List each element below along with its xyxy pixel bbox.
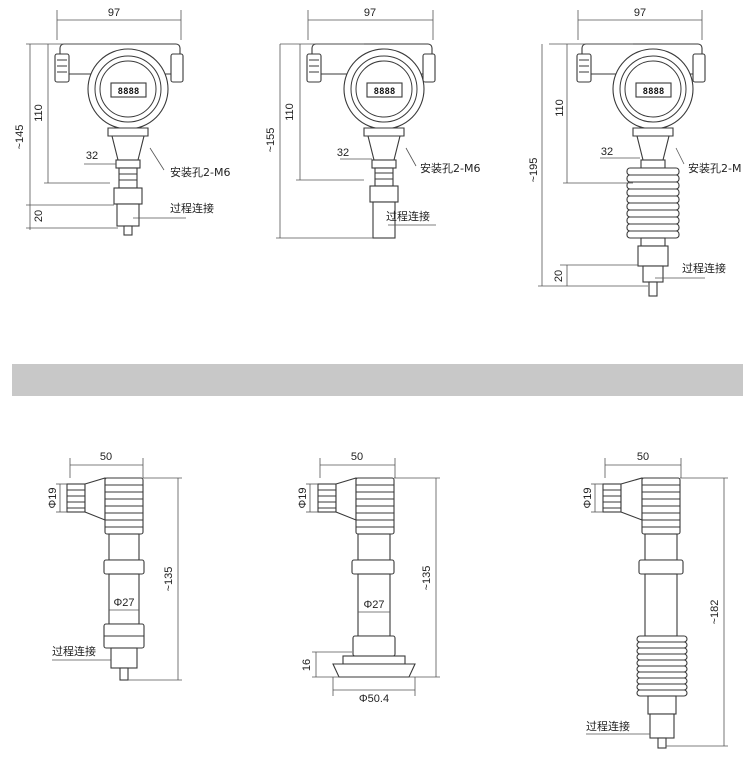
total-height-dim-label: ~135 xyxy=(163,567,175,592)
lcd-display: 8888 xyxy=(374,87,396,97)
connector-dim-label: Φ19 xyxy=(47,487,59,508)
mount-hole-note: 安装孔2-M6 xyxy=(170,165,230,179)
width-dim-label: 97 xyxy=(634,7,646,19)
transmitter-housing-3: 97 8888 110 xyxy=(528,7,741,297)
cooling-fins xyxy=(636,635,688,697)
head-height-dim-label: 110 xyxy=(554,99,566,117)
cooling-fins xyxy=(626,167,680,239)
width-dim-label: 50 xyxy=(637,451,649,463)
flange-height-dim-label: 16 xyxy=(301,659,313,671)
width-dim-label: 97 xyxy=(364,7,376,19)
compact-transmitter-1: 50 Φ19 Φ27 ~135 过程连接 xyxy=(47,451,182,681)
lcd-display: 8888 xyxy=(118,87,140,97)
compact-transmitter-3: 50 Φ19 ~182 过 xyxy=(582,451,728,749)
head-height-dim-label: 110 xyxy=(33,104,45,122)
process-connection-note: 过程连接 xyxy=(386,210,430,223)
flange-dim-label: Φ50.4 xyxy=(359,693,389,705)
connector-dim-label: Φ19 xyxy=(582,487,594,508)
process-dim-label: 20 xyxy=(33,210,45,222)
width-dim-label: 50 xyxy=(351,451,363,463)
mount-hole-note: 安装孔2-M6 xyxy=(420,161,480,175)
total-height-dim-label: ~195 xyxy=(528,158,540,183)
width-dim-label: 50 xyxy=(100,451,112,463)
total-height-dim-label: ~135 xyxy=(421,566,433,591)
hex-dim-label: 32 xyxy=(337,147,349,159)
total-height-dim-label: ~145 xyxy=(14,125,26,150)
hex-dim-label: 32 xyxy=(86,150,98,162)
transmitter-housing-1: 97 8888 110 ~145 20 32 安装孔2-M6 xyxy=(14,7,230,236)
lcd-display: 8888 xyxy=(643,87,665,97)
total-height-dim-label: ~155 xyxy=(265,128,277,153)
head-height-dim-label: 110 xyxy=(284,103,296,121)
process-connection-note: 过程连接 xyxy=(682,262,726,275)
section-separator xyxy=(12,364,743,396)
hex-dim-label: 32 xyxy=(601,146,613,158)
compact-transmitter-2: 50 Φ19 Φ27 ~135 16 Φ50.4 xyxy=(297,451,440,705)
process-dim-label: 20 xyxy=(553,270,565,282)
transmitter-housing-2: 97 8888 110 ~155 32 安装孔2-M6 过程连接 xyxy=(265,7,480,239)
connector-dim-label: Φ19 xyxy=(297,487,309,508)
process-connection-note: 过程连接 xyxy=(170,202,214,215)
mount-hole-note: 安装孔2-M xyxy=(688,161,741,175)
total-height-dim-label: ~182 xyxy=(709,600,721,625)
process-connection-note: 过程连接 xyxy=(586,720,630,733)
body-dim-label: Φ27 xyxy=(363,599,384,611)
body-dim-label: Φ27 xyxy=(113,597,134,609)
process-connection-note: 过程连接 xyxy=(52,645,96,658)
width-dim-label: 97 xyxy=(108,7,120,19)
